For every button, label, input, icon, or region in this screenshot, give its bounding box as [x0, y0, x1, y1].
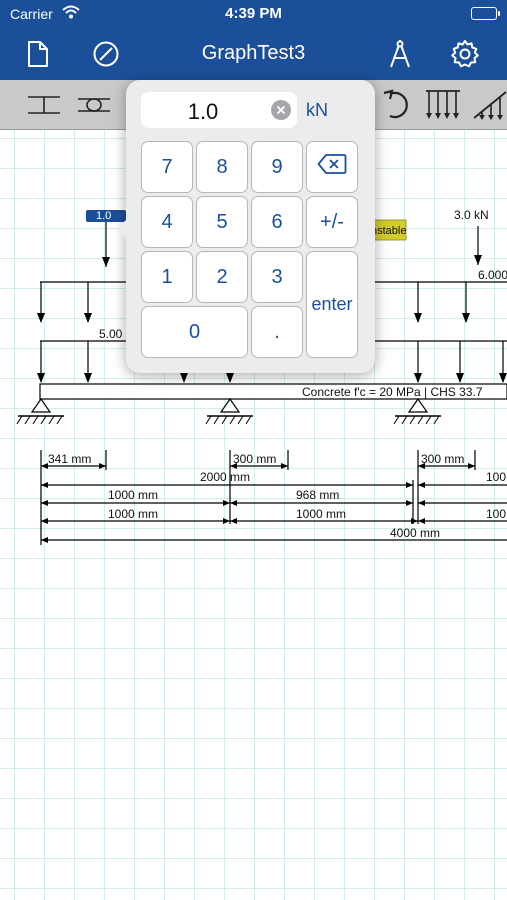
dimension-label: 300 mm [421, 452, 465, 466]
dimension-label: 968 mm [296, 488, 340, 502]
moment-tool-icon[interactable] [380, 86, 414, 124]
enter-button[interactable]: enter [306, 251, 358, 358]
dimension-label: 100 [486, 507, 507, 521]
dimension-label: 4000 mm [390, 526, 441, 540]
unit-label: kN [306, 100, 328, 120]
triangular-load-tool-icon[interactable] [472, 86, 507, 124]
clear-circle-icon[interactable] [271, 100, 291, 120]
point-load-label: 3.0 kN [454, 208, 489, 222]
document-title: GraphTest3 [201, 42, 306, 64]
beam[interactable] [39, 383, 507, 400]
key-1[interactable]: 1 [141, 251, 193, 303]
status-bar: Carrier 4:39 PM [0, 0, 507, 28]
support-middle[interactable] [205, 397, 253, 425]
wifi-icon [62, 5, 80, 24]
fixed-support-tool-icon[interactable] [24, 86, 64, 124]
navigation-bar: GraphTest3 [0, 30, 507, 78]
load-value-field[interactable]: 1.0 [141, 92, 297, 128]
key-2[interactable]: 2 [196, 251, 248, 303]
dimension-lines [40, 450, 507, 545]
sign-toggle-button[interactable]: +/- [306, 196, 358, 248]
beam-section-label: Concrete f'c = 20 MPa | CHS 33.7 [302, 385, 483, 399]
app-header: Carrier 4:39 PM GraphTest3 [0, 0, 507, 80]
key-9[interactable]: 9 [251, 141, 303, 193]
decimal-point-key[interactable]: . [251, 306, 303, 358]
dimension-label: 341 mm [48, 452, 92, 466]
dimension-label: 300 mm [233, 452, 277, 466]
support-right[interactable] [393, 397, 441, 425]
backspace-button[interactable] [306, 141, 358, 193]
dimension-label: 1000 mm [108, 507, 159, 521]
battery-icon [471, 7, 500, 20]
carrier-label: Carrier [10, 6, 53, 22]
compass-icon[interactable] [384, 38, 416, 70]
key-4[interactable]: 4 [141, 196, 193, 248]
drawing-canvas[interactable]: 1.0 nstable 3.0 kN 6.000 5.00 Concrete f… [0, 130, 507, 900]
settings-gear-icon[interactable] [449, 38, 481, 70]
udl-right-label: 6.000 [478, 268, 507, 282]
dimension-label: 1000 mm [296, 507, 347, 521]
status-tag-label: nstable [371, 225, 407, 237]
key-0[interactable]: 0 [141, 306, 248, 358]
key-5[interactable]: 5 [196, 196, 248, 248]
new-document-icon[interactable] [22, 38, 54, 70]
selected-load-value: 1.0 [96, 210, 112, 222]
key-6[interactable]: 6 [251, 196, 303, 248]
pin-support-tool-icon[interactable] [74, 86, 114, 124]
distributed-load-tool-icon[interactable] [424, 86, 462, 124]
dimension-label: 1000 mm [108, 488, 159, 502]
key-7[interactable]: 7 [141, 141, 193, 193]
status-time: 4:39 PM [225, 5, 282, 22]
key-8[interactable]: 8 [196, 141, 248, 193]
selected-load-tag [86, 210, 126, 222]
udl-left-label: 5.00 [99, 327, 123, 341]
dimension-label: 100 [486, 470, 507, 484]
load-value-text: 1.0 [187, 99, 219, 124]
value-keypad-popover: 1.0 kN 7 8 9 4 5 6 +/- 1 2 3 enter 0 . [116, 80, 375, 373]
key-3[interactable]: 3 [251, 251, 303, 303]
backspace-icon [317, 153, 347, 181]
dimension-label: 2000 mm [200, 470, 251, 484]
clear-icon[interactable] [90, 38, 122, 70]
support-left[interactable] [16, 397, 64, 425]
beam-diagram [16, 210, 507, 545]
